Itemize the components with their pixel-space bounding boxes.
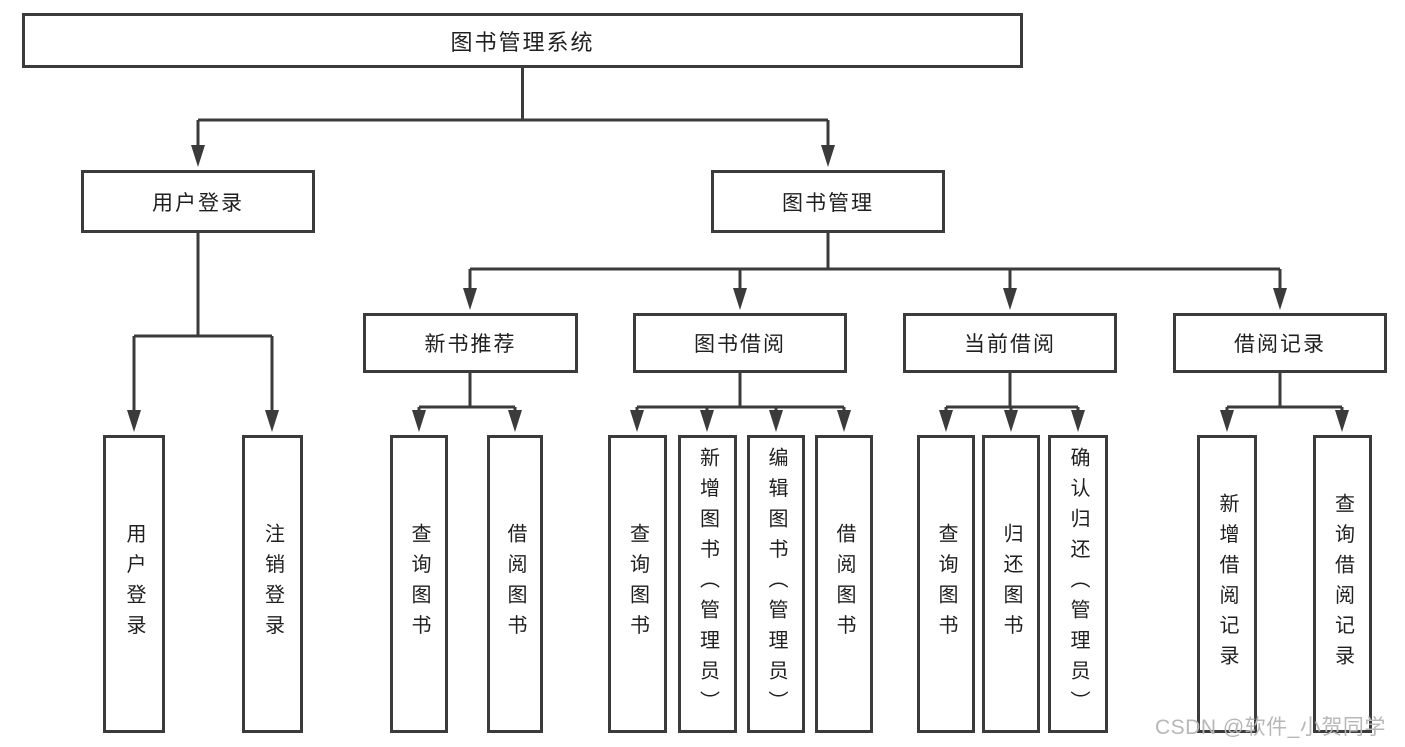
leaf-label: 借阅图书 bbox=[833, 523, 855, 645]
leaf-add-borrow-record: 新增借阅记录 bbox=[1197, 435, 1257, 733]
arrowheads-leaves bbox=[127, 410, 1349, 432]
node-label: 图书管理系统 bbox=[450, 29, 595, 55]
node-label: 新书推荐 bbox=[424, 333, 517, 356]
leaf-label: 新增图书（管理员） bbox=[696, 447, 719, 721]
leaf-query-books-borrow: 查询图书 bbox=[608, 435, 667, 733]
leaf-confirm-return-admin: 确认归还（管理员） bbox=[1048, 435, 1108, 733]
leaf-label: 借阅图书 bbox=[504, 523, 526, 645]
connector-currentborrow-to-leaves bbox=[944, 373, 1080, 411]
leaf-label: 归还图书 bbox=[1000, 523, 1022, 645]
node-book-management: 图书管理 bbox=[711, 170, 945, 233]
leaf-label: 查询图书 bbox=[935, 523, 957, 645]
leaf-query-books-current: 查询图书 bbox=[917, 435, 975, 733]
connector-userlogin-to-leaves bbox=[132, 233, 274, 411]
leaf-label: 查询图书 bbox=[626, 523, 649, 645]
arrowheads-level3 bbox=[463, 288, 1287, 310]
leaf-label: 用户登录 bbox=[123, 523, 145, 645]
leaf-query-books-newbooks: 查询图书 bbox=[390, 435, 448, 733]
node-user-login: 用户登录 bbox=[81, 170, 315, 233]
leaf-user-login: 用户登录 bbox=[103, 435, 165, 733]
node-label: 当前借阅 bbox=[964, 333, 1056, 356]
node-borrowing-records: 借阅记录 bbox=[1173, 313, 1387, 373]
leaf-query-borrow-record: 查询借阅记录 bbox=[1313, 435, 1372, 733]
leaf-logout: 注销登录 bbox=[242, 435, 303, 733]
connector-bookborrow-to-leaves bbox=[635, 373, 846, 411]
node-book-borrowing: 图书借阅 bbox=[633, 313, 847, 373]
leaf-label: 确认归还（管理员） bbox=[1067, 447, 1089, 721]
connector-root-to-level2 bbox=[196, 68, 830, 146]
csdn-watermark: CSDN @软件_小贺同学 bbox=[1155, 716, 1386, 739]
connector-records-to-leaves bbox=[1225, 373, 1344, 411]
leaf-edit-books-admin: 编辑图书（管理员） bbox=[747, 435, 805, 733]
node-library-management-system: 图书管理系统 bbox=[22, 13, 1023, 68]
connector-newbooks-to-leaves bbox=[417, 373, 517, 411]
leaf-label: 注销登录 bbox=[261, 523, 284, 645]
leaf-borrow-books-newbooks: 借阅图书 bbox=[487, 435, 543, 733]
leaf-borrow-books: 借阅图书 bbox=[815, 435, 873, 733]
leaf-add-books-admin: 新增图书（管理员） bbox=[678, 435, 737, 733]
node-current-borrowing: 当前借阅 bbox=[903, 313, 1117, 373]
connector-bookmgmt-to-level3 bbox=[468, 233, 1282, 289]
node-new-book-recommendation: 新书推荐 bbox=[363, 313, 578, 373]
leaf-return-books: 归还图书 bbox=[982, 435, 1040, 733]
node-label: 用户登录 bbox=[152, 191, 244, 215]
leaf-label: 查询借阅记录 bbox=[1331, 492, 1354, 676]
node-label: 图书管理 bbox=[782, 191, 874, 215]
arrowheads-level2 bbox=[191, 145, 835, 167]
leaf-label: 新增借阅记录 bbox=[1216, 492, 1238, 676]
node-label: 图书借阅 bbox=[694, 333, 786, 356]
node-label: 借阅记录 bbox=[1234, 333, 1326, 356]
leaf-label: 编辑图书（管理员） bbox=[765, 447, 787, 721]
leaf-label: 查询图书 bbox=[408, 523, 430, 645]
